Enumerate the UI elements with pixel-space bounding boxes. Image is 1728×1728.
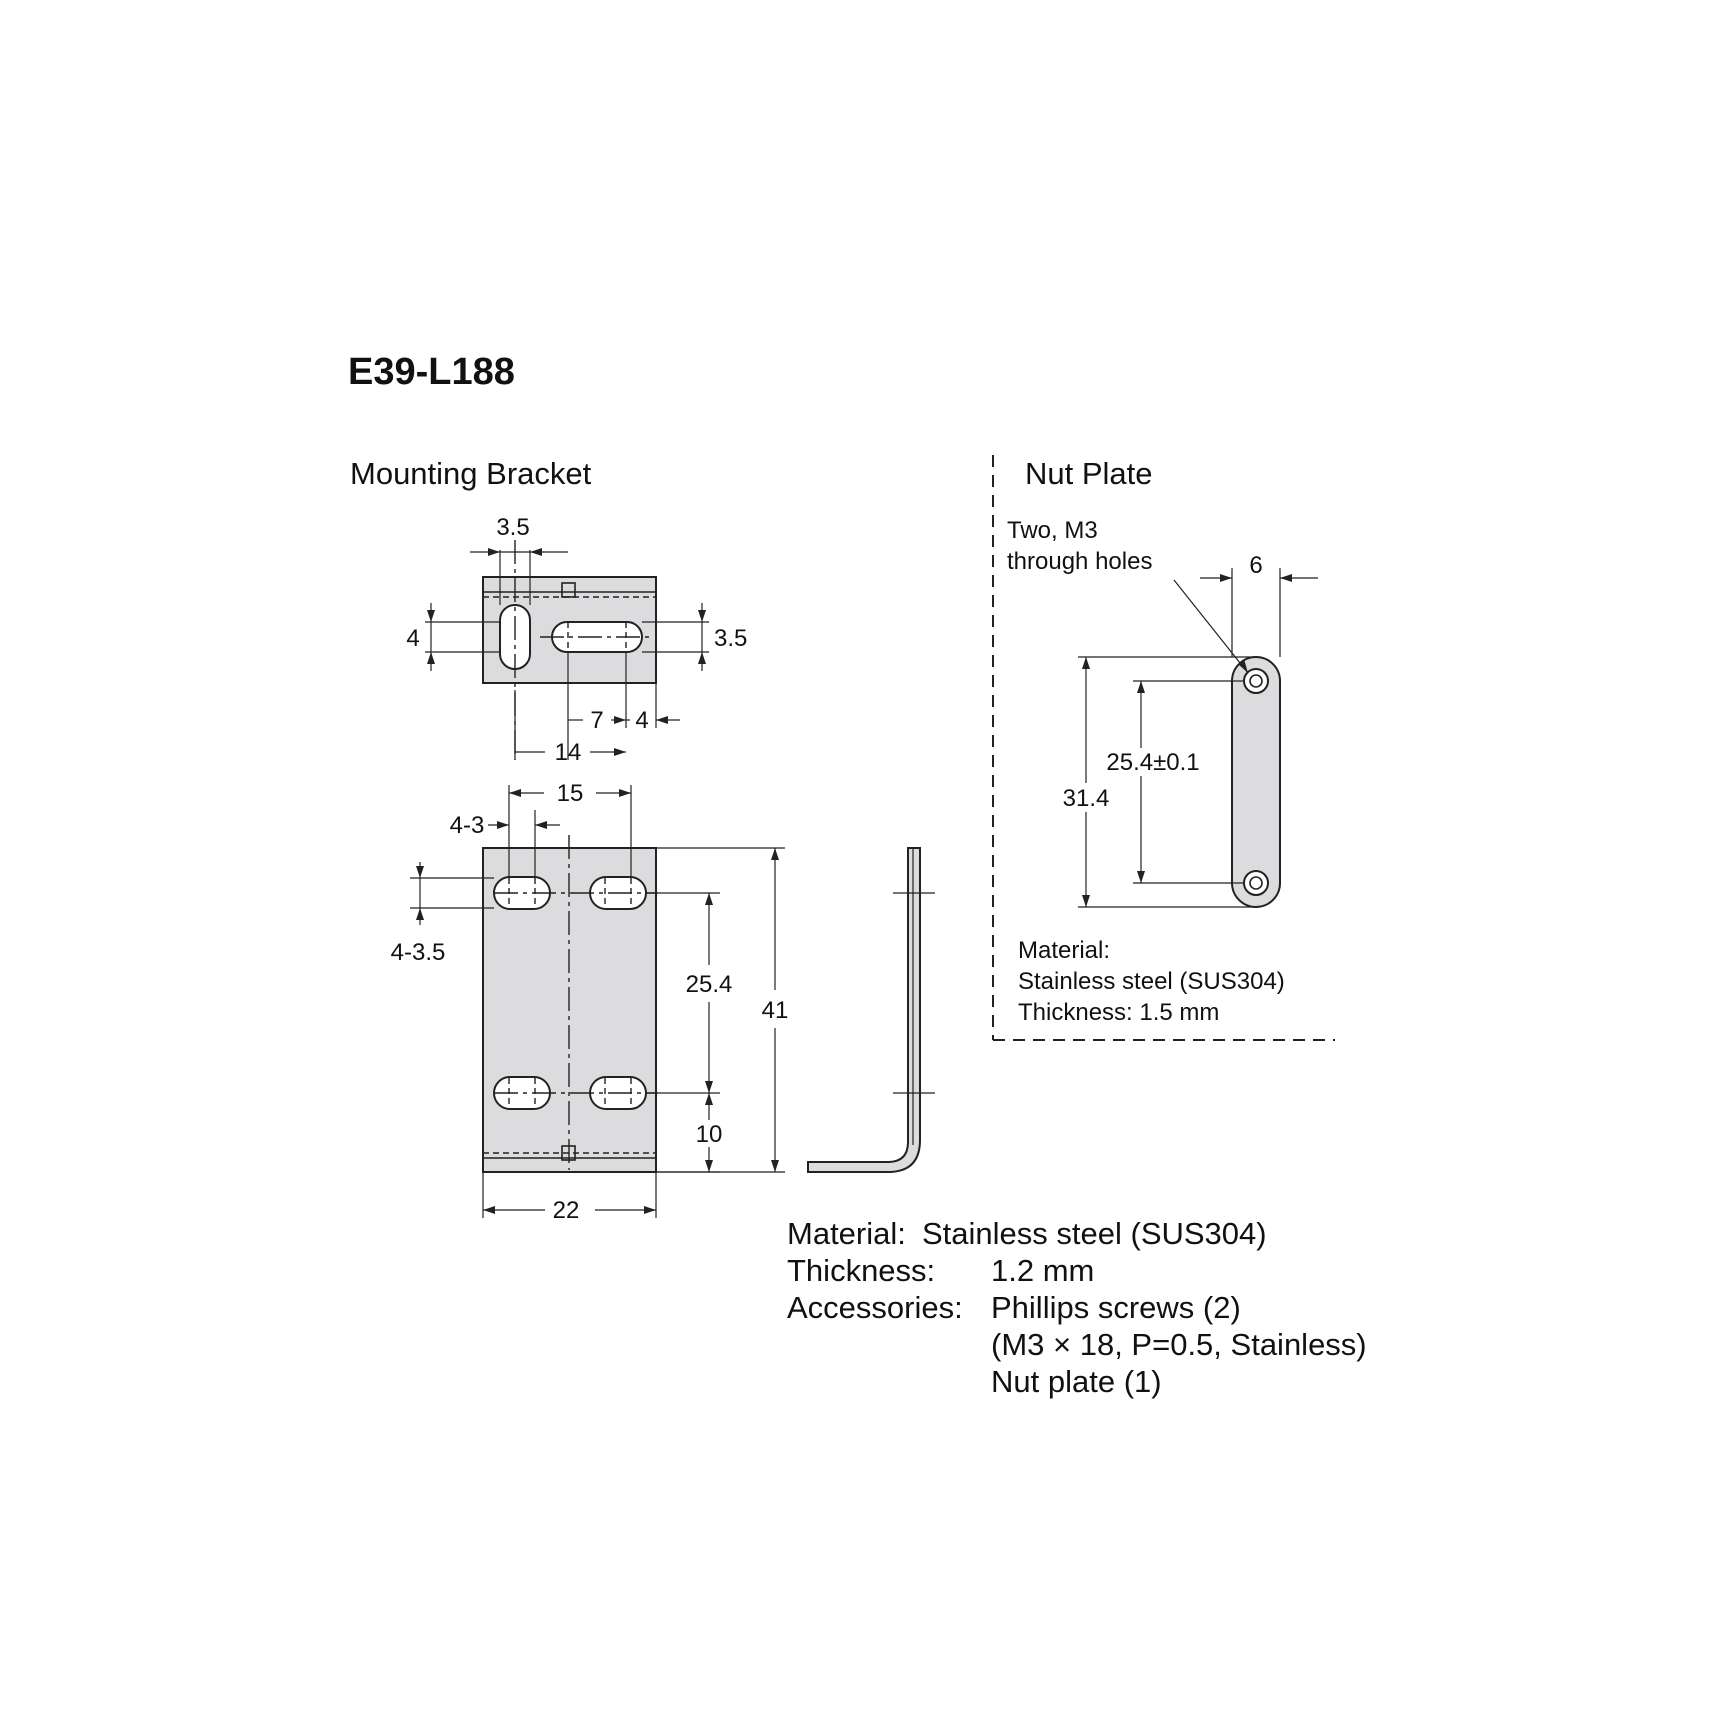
bracket-top-view [482,540,657,760]
spec-thickness-label: Thickness: [787,1253,935,1288]
nut-plate-material-label: Material: [1018,937,1110,964]
spec-material-value: Stainless steel (SUS304) [922,1216,1267,1251]
dim-hole-pitch-top: 14 [555,739,582,766]
spec-thickness-value: 1.2 mm [991,1253,1094,1288]
nut-plate-width: 6 [1249,552,1262,579]
nut-plate-pitch: 25.4±0.1 [1106,749,1199,776]
dim-bottom-offset: 10 [696,1121,723,1148]
bracket-front-view [482,835,658,1173]
dim-width: 22 [553,1197,580,1224]
dim-vertical-pitch: 25.4 [686,971,733,998]
nut-plate-length: 31.4 [1063,785,1110,812]
bracket-front-dimensions: 15 4-3 4-3.5 25.4 10 41 [391,780,789,1224]
bracket-side-profile [807,847,921,1173]
nut-plate-outline [1231,656,1281,908]
bracket-side-view [807,847,935,1173]
dim-slot-height-right: 3.5 [714,625,747,652]
bracket-top-dimensions: 3.5 4 3.5 7 4 14 [406,514,747,766]
dim-hole-pitch-front: 15 [557,780,584,807]
nut-plate-thickness: Thickness: 1.5 mm [1018,999,1219,1026]
spec-accessories-line3: Nut plate (1) [991,1364,1162,1399]
dim-slot-width-top: 3.5 [496,514,529,541]
nut-plate-holes-note-1: Two, M3 [1007,517,1098,544]
mounting-bracket-heading: Mounting Bracket [350,456,592,491]
nut-plate-view [1231,656,1281,908]
nut-plate-border [992,455,1335,1041]
dim-slot-height-left: 4 [406,625,419,652]
dim-slot-length: 4-3 [450,812,485,839]
dim-slot-width: 4-3.5 [391,939,446,966]
spec-accessories-line2: (M3 × 18, P=0.5, Stainless) [991,1327,1367,1362]
spec-material-label: Material: [787,1216,906,1251]
dim-slot-spacing: 7 [590,707,603,734]
dim-edge-offset: 4 [635,707,648,734]
drawing-title: E39-L188 [348,351,515,393]
spec-accessories-label: Accessories: [787,1290,963,1325]
spec-accessories-line1: Phillips screws (2) [991,1290,1241,1325]
nut-plate-hole-bottom [1243,870,1269,896]
nut-plate-dimensions: 6 25.4±0.1 31.4 [1063,552,1318,908]
nut-plate-material: Stainless steel (SUS304) [1018,968,1285,995]
nut-plate-holes-note-2: through holes [1007,548,1152,575]
nut-plate-heading: Nut Plate [1025,456,1153,491]
dim-height: 41 [762,997,789,1024]
specifications: Material: Stainless steel (SUS304) Thick… [787,1216,1367,1399]
